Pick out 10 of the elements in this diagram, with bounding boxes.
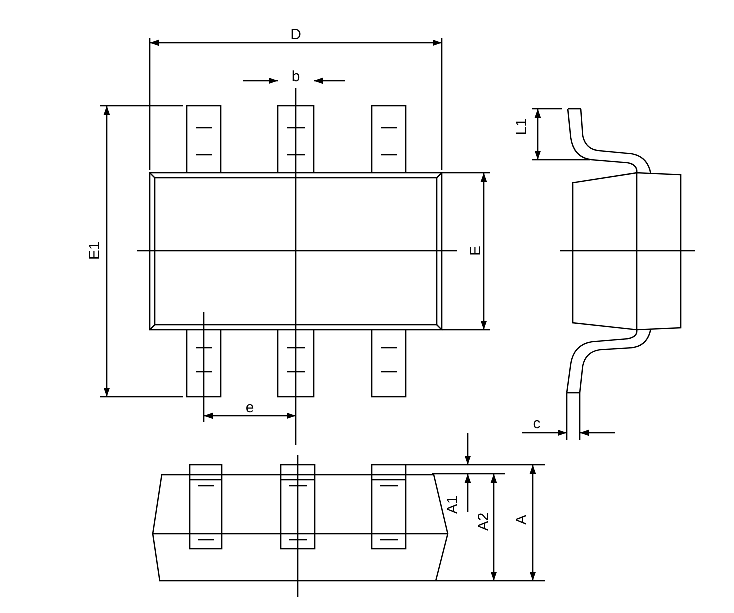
- dimension-label: L1: [514, 118, 530, 136]
- dimension-label: A: [514, 515, 530, 525]
- dimension-label: D: [290, 28, 302, 42]
- dimension-label: c: [533, 416, 541, 432]
- dimension-label: A1: [446, 496, 460, 514]
- dimension-label: b: [292, 70, 300, 84]
- dimension-label: e: [246, 400, 254, 416]
- dimension-label: E1: [88, 242, 102, 260]
- dimension-label: E: [468, 246, 484, 256]
- dimension-label: A2: [476, 512, 492, 532]
